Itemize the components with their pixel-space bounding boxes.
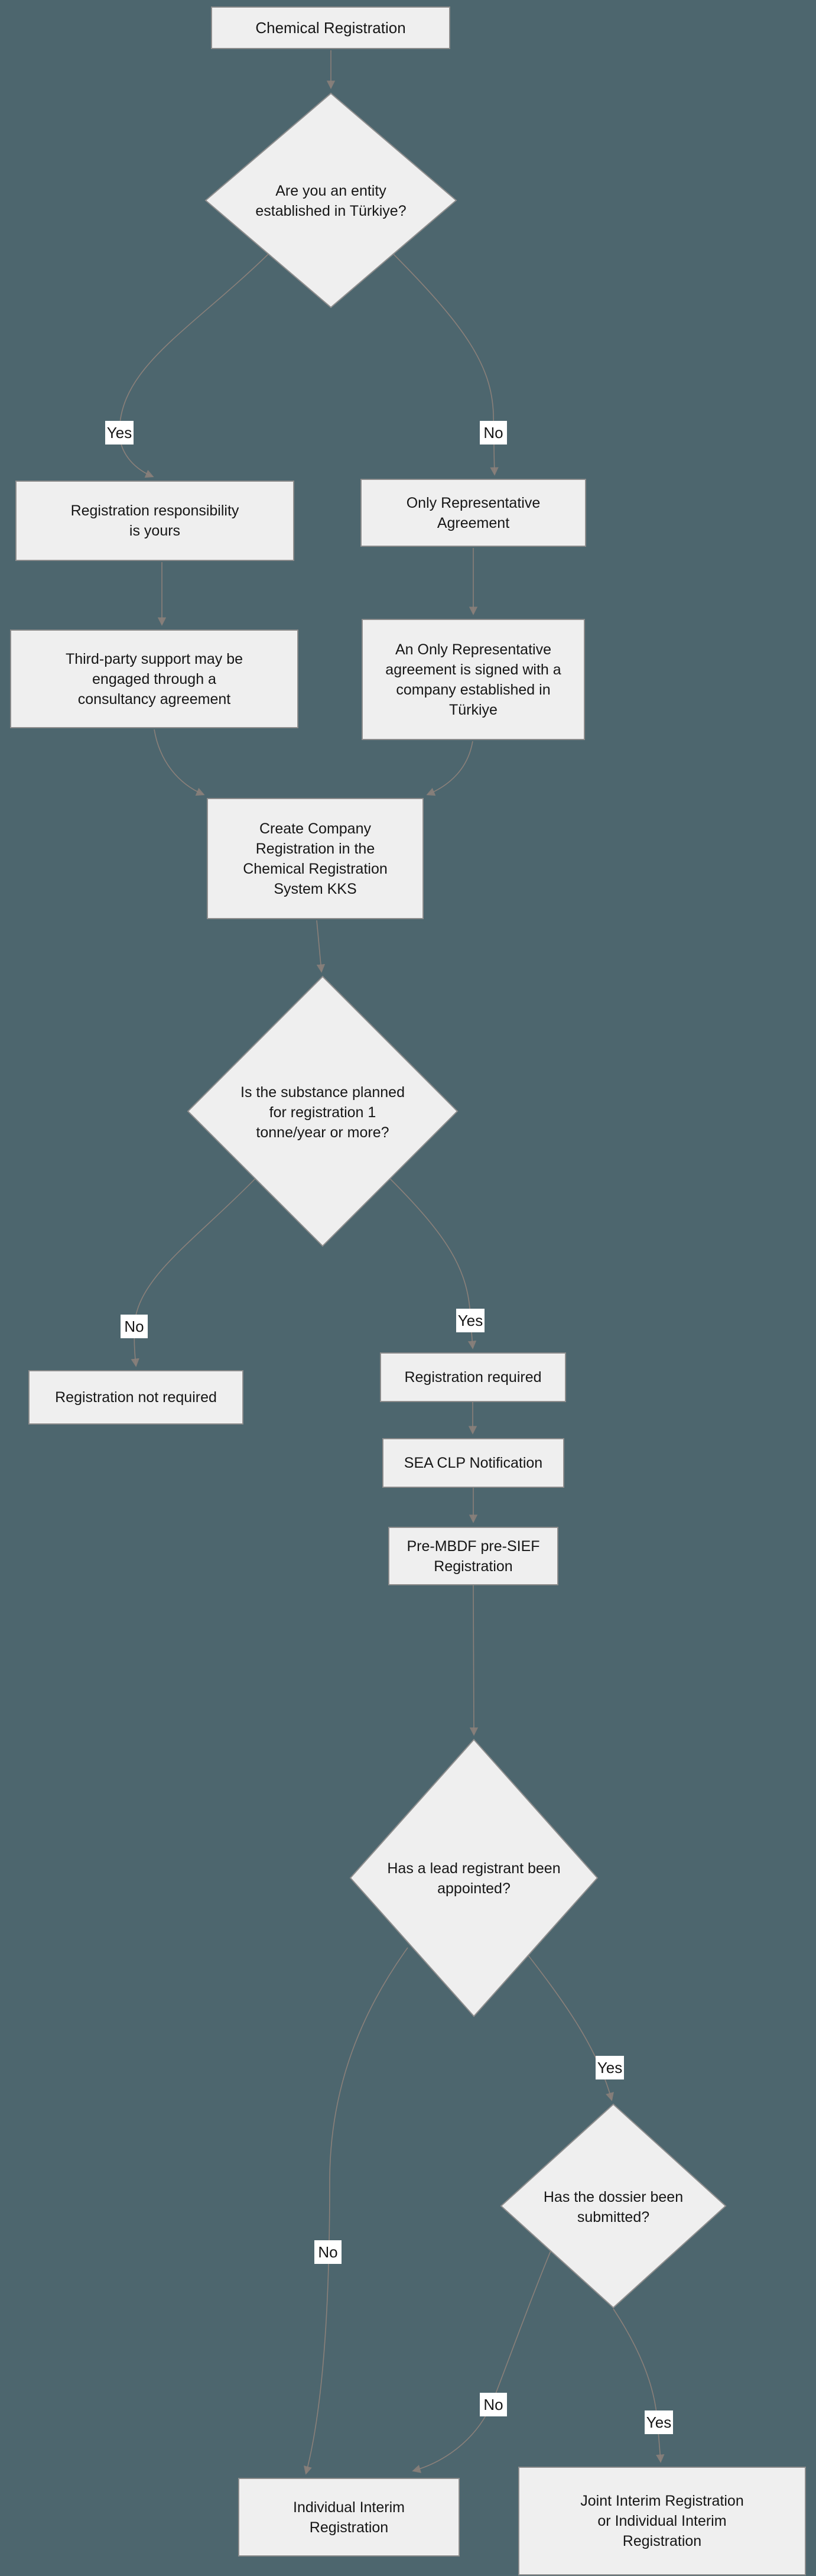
node-chemical-registration: Chemical Registration <box>211 7 450 49</box>
decision-lead-diamond <box>349 1738 599 2017</box>
edge-entity-no <box>393 254 499 476</box>
decision-lead-text: Has a lead registrant been appointed? <box>387 1860 561 1897</box>
node-sea-clp-notification: SEA CLP Notification <box>382 1438 564 1488</box>
edge-orsigned-to-kks <box>426 741 473 796</box>
node-individual-interim-registration: Individual Interim Registration <box>238 2478 460 2556</box>
decision-entity-diamond <box>204 92 457 309</box>
edge-thirdparty-to-kks <box>154 729 205 796</box>
edge-label-yes-lead: Yes <box>596 2056 624 2079</box>
edge-label-no-dossier: No <box>480 2393 507 2416</box>
edge-tonnage-no <box>131 1178 256 1367</box>
node-pre-mbdf-pre-sief: Pre-MBDF pre-SIEF Registration <box>388 1527 558 1585</box>
edge-prembdf-to-lead-q <box>469 1585 479 1736</box>
edge-label-yes-tonnage: Yes <box>456 1309 485 1332</box>
decision-entity-text: Are you an entity established in Türkiye… <box>255 183 407 219</box>
decision-dossier-text: Has the dossier been submitted? <box>543 2188 684 2225</box>
edge-lead-no <box>303 1947 408 2475</box>
node-registration-responsibility: Registration responsibility is yours <box>15 481 294 561</box>
node-or-agreement-signed: An Only Representative agreement is sign… <box>362 619 585 740</box>
node-joint-interim-registration: Joint Interim Registration or Individual… <box>518 2467 806 2575</box>
node-only-representative-agreement: Only Representative Agreement <box>360 479 586 547</box>
edge-dossier-yes <box>613 2308 665 2463</box>
edge-label-no-entity: No <box>480 421 507 445</box>
edge-label-no-lead: No <box>314 2240 342 2264</box>
edge-label-no-tonnage: No <box>121 1315 148 1338</box>
edge-kks-to-tonnage-q <box>316 920 326 973</box>
node-registration-not-required: Registration not required <box>28 1370 243 1425</box>
edge-label-yes-dossier: Yes <box>645 2410 673 2434</box>
node-registration-required: Registration required <box>380 1352 566 1402</box>
edge-tonnage-yes <box>389 1178 477 1349</box>
edge-entity-yes <box>119 254 269 478</box>
decision-dossier-diamond <box>500 2103 727 2309</box>
node-third-party-support: Third-party support may be engaged throu… <box>10 630 298 728</box>
edge-label-yes-entity: Yes <box>105 421 134 445</box>
node-create-company-registration-kks: Create Company Registration in the Chemi… <box>207 798 424 919</box>
decision-tonnage-text: Is the substance planned for registratio… <box>240 1084 405 1141</box>
decision-tonnage-diamond <box>187 975 459 1247</box>
edge-dossier-no <box>412 2250 551 2473</box>
